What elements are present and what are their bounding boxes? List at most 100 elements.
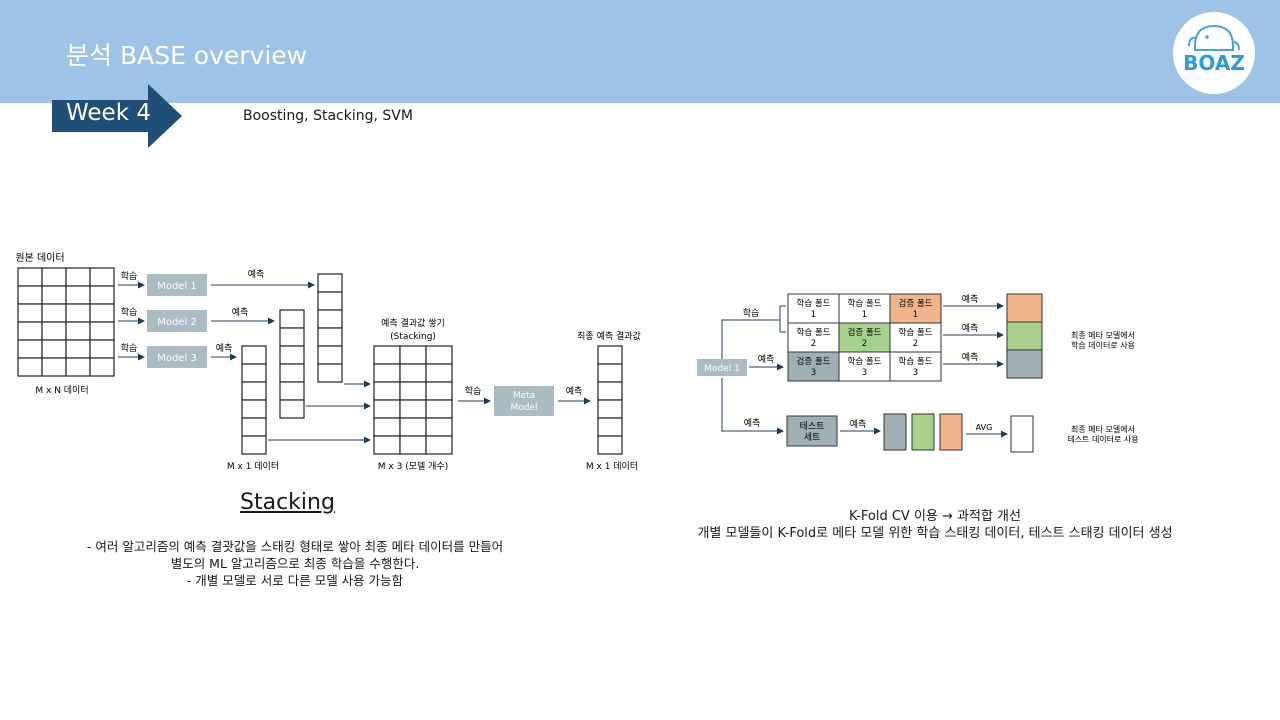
grid-cell (373, 363, 401, 383)
fold-cell-label: 검증 폴드 (797, 356, 831, 367)
grid-cell (373, 435, 401, 455)
mxn-data-label: M x N 데이터 (35, 385, 88, 396)
fold-cell-label: 검증 폴드 (848, 327, 882, 338)
fold-cell-label: 2 (811, 339, 816, 349)
grid-cell (399, 363, 427, 383)
grid-cell (597, 381, 623, 401)
predict-label-3: 예측 (216, 343, 233, 354)
grid-cell (65, 339, 91, 359)
final-result-label: 최종 예측 결과값 (577, 330, 641, 342)
grid-cell (425, 399, 453, 419)
meta-train-block-3 (1006, 349, 1043, 379)
grid-cell (597, 345, 623, 365)
grid-cell (89, 267, 115, 287)
page-title: 분석 BASE overview (66, 41, 308, 70)
fold-cell (889, 351, 942, 382)
grid-cell (425, 435, 453, 455)
grid-cell (89, 357, 115, 377)
grid-cell (399, 399, 427, 419)
kfold-caption: K-Fold CV 이용 → 과적합 개선 개별 모델들이 K-Fold로 메타… (620, 508, 1250, 542)
model-1-label: Model 1 (157, 281, 197, 292)
fold-cell (889, 293, 942, 324)
fold-cell-label: 2 (913, 339, 918, 349)
week-label: Week 4 (66, 100, 151, 126)
grid-cell (279, 327, 305, 347)
diagrams-area: 원본 데이터 M x N 데이터 학습 학습 학습 Model 1 Model … (15, 252, 1139, 472)
grid-cell (425, 381, 453, 401)
avg-label: AVG (976, 423, 993, 432)
fold-cell-label: 학습 폴드 (797, 298, 831, 309)
grid-cell (373, 399, 401, 419)
prediction-column-2 (279, 309, 305, 419)
meta-model-label-1: Meta (513, 391, 535, 401)
train-label-1: 학습 (121, 271, 138, 282)
predict-label-2: 예측 (232, 307, 249, 318)
meta-test-note-2: 테스트 데이터로 사용 (1067, 434, 1138, 444)
fold-cell-label: 3 (862, 368, 867, 378)
meta-test-block (1010, 415, 1034, 453)
grid-cell (241, 399, 267, 419)
fold-cell-label: 3 (913, 368, 918, 378)
grid-cell (425, 363, 453, 383)
test-pred-block-1 (883, 413, 907, 451)
grid-cell (279, 345, 305, 365)
fold-cell-label: 학습 폴드 (848, 356, 882, 367)
week-arrow-shape (52, 84, 182, 148)
logo-text: BOAZ (1183, 51, 1245, 75)
stacking-caption-line-2: 별도의 ML 알고리즘으로 최종 학습을 수행한다. (170, 556, 420, 571)
meta-train-block-1 (1006, 293, 1043, 323)
kfold-test-line (721, 378, 784, 435)
grid-cell (89, 321, 115, 341)
grid-cell (65, 267, 91, 287)
fold-cell (787, 351, 840, 382)
fold-cell-label: 1 (811, 310, 816, 320)
grid-cell (425, 345, 453, 365)
grid-cell (17, 339, 43, 359)
grid-cell (317, 273, 343, 293)
meta-test-note-1: 최종 메타 모델에서 (1071, 424, 1135, 434)
test-set-label-1: 테스트 (800, 421, 825, 432)
grid-cell (241, 417, 267, 437)
grid-cell (597, 417, 623, 437)
original-data-label: 원본 데이터 (15, 252, 64, 264)
grid-cell (373, 345, 401, 365)
grid-cell (41, 357, 67, 377)
grid-cell (17, 303, 43, 323)
grid-cell (399, 345, 427, 365)
elephant-icon (1188, 24, 1240, 51)
grid-cell (65, 285, 91, 305)
stack-title-label: 예측 결과값 쌓기 (381, 317, 445, 329)
grid-cell (279, 363, 305, 383)
stacking-caption-line-1: - 여러 알고리즘의 예측 결괏값을 스태킹 형태로 쌓아 최종 메타 데이터를… (86, 539, 504, 554)
grid-cell (89, 303, 115, 323)
fold-cell-label: 학습 폴드 (899, 327, 933, 338)
meta-train-note-1: 최종 메타 모델에서 (1071, 330, 1135, 340)
prediction-column-1 (317, 273, 343, 383)
model-2-box (147, 310, 207, 332)
fold-cell (838, 351, 891, 382)
kfold-caption-line-1: K-Fold CV 이용 → 과적합 개선 (849, 509, 1021, 524)
stacking-caption-desc: - 여러 알고리즘의 예측 결괏값을 스태킹 형태로 쌓아 최종 메타 데이터를… (40, 538, 550, 589)
grid-cell (17, 285, 43, 305)
kfold-caption-line-2: 개별 모델들이 K-Fold로 메타 모델 위한 학습 스태킹 데이터, 테스트… (697, 526, 1173, 541)
week-topic: Boosting, Stacking, SVM (243, 108, 413, 124)
model-2-label: Model 2 (157, 317, 197, 328)
kfold-model-label: Model 1 (704, 364, 740, 374)
grid-cell (279, 399, 305, 419)
grid-cell (597, 399, 623, 419)
grid-cell (17, 357, 43, 377)
grid-cell (41, 285, 67, 305)
boaz-logo: BOAZ (1173, 12, 1255, 94)
grid-cell (317, 327, 343, 347)
train-label-2: 학습 (121, 307, 138, 318)
fold-cell-label: 학습 폴드 (797, 327, 831, 338)
meta-train-label: 학습 (465, 386, 482, 397)
prediction-column-3 (241, 345, 267, 455)
meta-train-block-2 (1006, 321, 1043, 351)
stacking-caption-line-3: - 개별 모델로 서로 다른 모델 사용 가능함 (186, 573, 404, 588)
fold-cell (889, 322, 942, 353)
grid-cell (89, 339, 115, 359)
fold-cell-label: 검증 폴드 (899, 298, 933, 309)
mx1-data-label: M x 1 데이터 (227, 461, 279, 472)
